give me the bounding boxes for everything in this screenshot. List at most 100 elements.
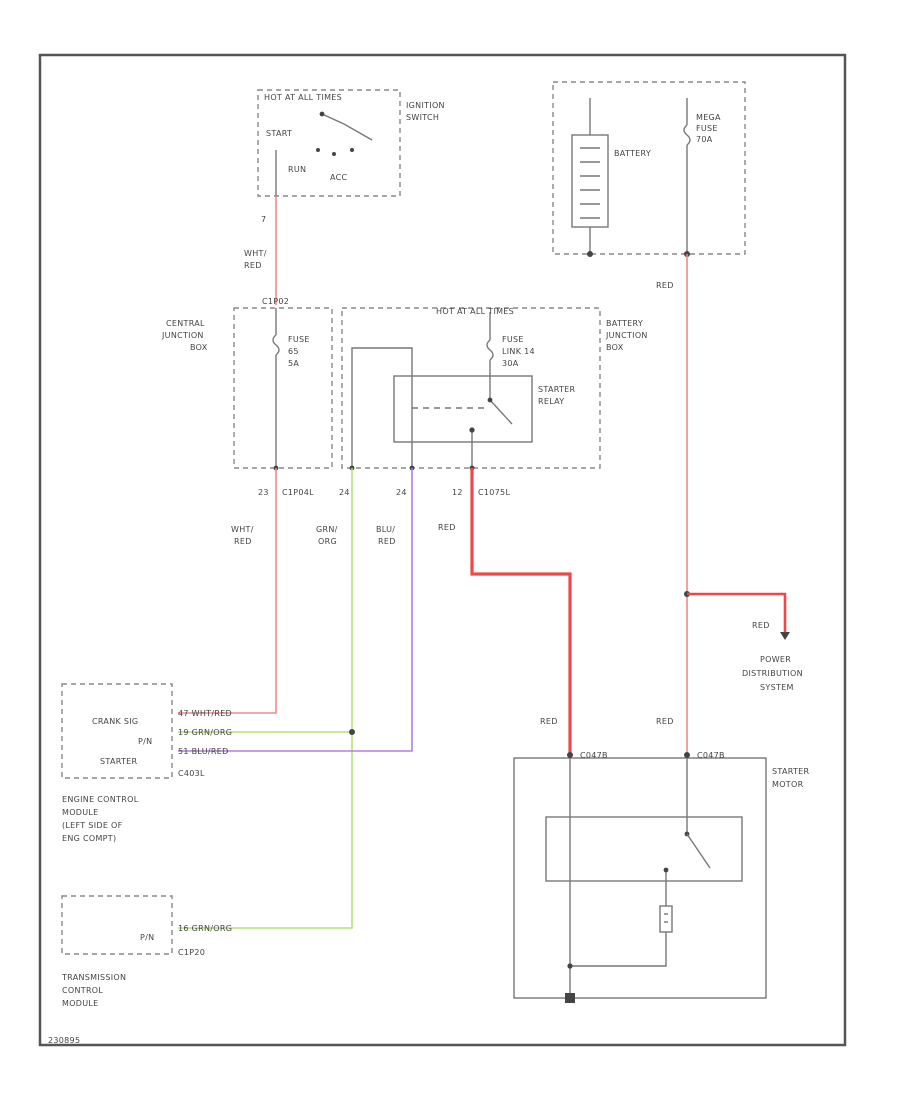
starter-motor-name-1: STARTER: [772, 767, 810, 776]
transmission-control-module: P/N 16 GRN/ORG C1P20 TRANSMISSION CONTRO…: [61, 895, 232, 1008]
wire-motor-left-label: RED: [540, 717, 558, 726]
cjb-fuse-2: 65: [288, 347, 299, 356]
ground-icon: [565, 993, 575, 1003]
bjb-name-3: BOX: [606, 343, 624, 352]
diagram-frame: [38, 53, 847, 1047]
cjb-name-3: BOX: [190, 343, 208, 352]
motor-winding-icon: [659, 905, 673, 933]
tcm-outline: [61, 895, 173, 955]
wire-park-neutral: [178, 468, 353, 929]
starter-connector-left: C047B: [580, 751, 608, 760]
bjb-name-1: BATTERY: [606, 319, 643, 328]
bjb-pin-a: 24: [339, 488, 350, 497]
wire-crank-label-1: WHT/: [231, 525, 254, 534]
motor-feed-dot: [663, 867, 669, 873]
cjb-outline: [233, 307, 333, 469]
cjb-fuse-1: FUSE: [288, 335, 310, 344]
ecm-name-1: ENGINE CONTROL: [62, 795, 139, 804]
battery-icon: [571, 134, 609, 228]
ignition-acc-label: ACC: [330, 173, 348, 182]
ecm-name-2: MODULE: [62, 808, 99, 817]
ignition-pos-3: [350, 148, 354, 152]
bjb-pin-c: 12: [452, 488, 463, 497]
ecm-name-3: (LEFT SIDE OF: [62, 821, 123, 830]
ecm-pin-pn: 19 GRN/ORG: [178, 728, 232, 737]
ignition-switch: HOT AT ALL TIMES IGNITION SWITCH START R…: [257, 89, 445, 224]
bjb-header: HOT AT ALL TIMES: [436, 307, 514, 316]
cjb-name-2: JUNCTION: [161, 331, 204, 340]
ignition-switch-arm: [321, 113, 345, 125]
starter-motor-name-2: MOTOR: [772, 780, 804, 789]
pds-arrow-icon: [780, 632, 790, 640]
bjb-fuse-link-icon: [486, 339, 494, 361]
ignition-name-2: SWITCH: [406, 113, 439, 122]
starter-relay-label-2: RELAY: [538, 397, 565, 406]
ignition-switch-box: [257, 89, 401, 197]
ecm-row-starter: STARTER: [100, 757, 138, 766]
wire-starter-label-1: BLU/: [376, 525, 395, 534]
starter-terminal-right: [684, 752, 690, 758]
wire-pds-label: RED: [752, 621, 770, 630]
mega-fuse-icon: [683, 124, 691, 146]
relay-output-dot: [469, 427, 475, 433]
tcm-connector: C1P20: [178, 948, 205, 957]
wire-crank-signal: [178, 468, 277, 714]
battery-junction-box: HOT AT ALL TIMES BATTERY JUNCTION BOX FU…: [339, 307, 648, 497]
ecm-pin-crank: 47 WHT/RED: [178, 709, 232, 718]
mega-fuse-label-3: 70A: [696, 135, 713, 144]
starter-motor-outline: [513, 757, 767, 999]
motor-return-dot: [567, 963, 573, 969]
ignition-run-label: RUN: [288, 165, 306, 174]
wire-motor-right-label: RED: [656, 717, 674, 726]
battery-box-outline: [552, 81, 746, 255]
central-junction-box: CENTRAL JUNCTION BOX C1P02 FUSE 65 5A 23…: [161, 297, 333, 497]
tcm-name-2: CONTROL: [62, 986, 103, 995]
bjb-fuse-3: 30A: [502, 359, 519, 368]
battery-label: BATTERY: [614, 149, 651, 158]
starter-motor: STARTER MOTOR C047B C047B: [513, 751, 810, 1003]
bjb-name-2: JUNCTION: [605, 331, 648, 340]
ignition-pin: 7: [261, 215, 266, 224]
starter-terminal-left: [567, 752, 573, 758]
wire-relay-to-starter: [470, 468, 572, 755]
ignition-start-label: START: [266, 129, 292, 138]
wire-ignition-label-2: RED: [244, 261, 262, 270]
wire-crank-label-2: RED: [234, 537, 252, 546]
solenoid-box: [545, 816, 743, 882]
wire-to-power-distribution: [687, 592, 787, 636]
bjb-outline: [341, 307, 601, 469]
bjb-internal-loop: [351, 347, 413, 468]
battery-box: BATTERY MEGA FUSE 70A: [552, 81, 746, 257]
battery-ground-dot: [587, 251, 593, 257]
pds-label-2: DISTRIBUTION: [742, 669, 803, 678]
motor-return-wire: [570, 932, 667, 967]
cjb-fuse-icon: [272, 334, 280, 356]
cjb-pin-bottom: 23: [258, 488, 269, 497]
bjb-connector-bottom: C1075L: [478, 488, 510, 497]
pds-label-3: SYSTEM: [760, 683, 794, 692]
cjb-connector: C1P02: [262, 297, 289, 306]
tcm-pin: 16 GRN/ORG: [178, 924, 232, 933]
wire-pn-label-2: ORG: [318, 537, 337, 546]
bjb-fuse-2: LINK 14: [502, 347, 535, 356]
starter-relay-box: [393, 375, 533, 443]
ecm-row-pn: P/N: [138, 737, 152, 746]
ignition-name-1: IGNITION: [406, 101, 445, 110]
diagram-id: 230895: [48, 1036, 80, 1045]
splice-pn: [349, 729, 355, 735]
bjb-fuse-1: FUSE: [502, 335, 524, 344]
ecm-row-crank: CRANK SIG: [92, 717, 138, 726]
wire-relay-label: RED: [438, 523, 456, 532]
wire-battery-label: RED: [656, 281, 674, 290]
wire-pn-label-1: GRN/: [316, 525, 338, 534]
ecm-connector: C403L: [178, 769, 205, 778]
bjb-pin-b: 24: [396, 488, 407, 497]
cjb-connector-bottom: C1P04L: [282, 488, 314, 497]
ecm-outline: [61, 683, 173, 779]
solenoid-contact: [686, 833, 711, 869]
ignition-header: HOT AT ALL TIMES: [264, 93, 342, 102]
cjb-name-1: CENTRAL: [166, 319, 205, 328]
relay-contact-arm: [489, 399, 513, 425]
